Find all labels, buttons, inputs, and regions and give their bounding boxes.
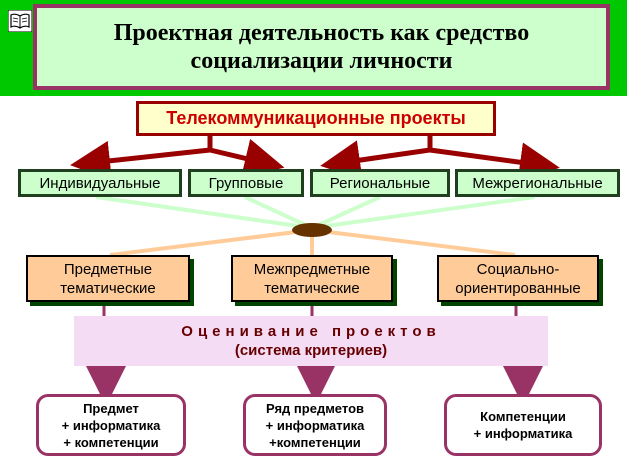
subject-line-1: Предметные <box>63 260 153 278</box>
category-group: Групповые <box>188 169 304 197</box>
title-line-2: социализации личности <box>190 48 453 74</box>
title-line-1: Проектная деятельность как средство <box>113 20 530 46</box>
category-label: Индивидуальные <box>39 174 161 192</box>
outcome-line-1: Ряд предметов <box>265 400 364 416</box>
evaluation-to-outcome-arrows <box>86 364 543 406</box>
outcome-line-1: Предмет <box>83 400 139 416</box>
outcome-line-2: + информатика <box>61 417 161 433</box>
telecom-projects-box: Телекоммуникационные проекты <box>136 101 496 136</box>
page-title: Проектная деятельность как средство соци… <box>33 4 610 90</box>
evaluation-subtitle: (система критериев) <box>234 342 388 359</box>
outcome-multi-subject-box: Ряд предметов + информатика +компетенции <box>243 394 387 456</box>
book-icon[interactable] <box>8 10 32 32</box>
subject-line-2: тематические <box>264 279 360 297</box>
subject-line-1: Социально- <box>476 260 560 278</box>
evaluation-title: Оценивание проектов <box>181 323 441 340</box>
outcome-line-2: + информатика <box>473 426 573 441</box>
subject-line-2: ориентированные <box>455 279 581 297</box>
outcome-subject-box: Предмет + информатика + компетенции <box>36 394 186 456</box>
outcome-line-2: + информатика <box>265 417 365 433</box>
category-regional: Региональные <box>310 169 450 197</box>
category-individual: Индивидуальные <box>18 169 182 197</box>
subject-line-1: Межпредметные <box>253 260 371 278</box>
interdisciplinary-thematic-box: Межпредметные тематические <box>231 255 393 302</box>
socially-oriented-box: Социально- ориентированные <box>437 255 599 302</box>
outcome-line-1: Компетенции <box>480 409 566 424</box>
telecom-branch-arrows <box>70 136 560 183</box>
subject-line-2: тематические <box>60 279 156 297</box>
subject-thematic-box: Предметные тематические <box>26 255 190 302</box>
subject-to-evaluation-lines <box>102 302 518 316</box>
outcome-competencies-box: Компетенции + информатика <box>444 394 602 456</box>
outcome-line-3: + компетенции <box>63 434 159 450</box>
category-label: Межрегиональные <box>472 174 603 192</box>
category-label: Региональные <box>329 174 431 192</box>
category-interregional: Межрегиональные <box>455 169 620 197</box>
telecom-projects-label: Телекоммуникационные проекты <box>166 108 466 128</box>
evaluation-box: Оценивание проектов (система критериев) <box>74 316 548 366</box>
hub-node <box>292 223 332 237</box>
outcome-line-3: +компетенции <box>269 434 361 450</box>
category-label: Групповые <box>208 174 284 192</box>
category-to-hub-lines <box>95 195 536 230</box>
